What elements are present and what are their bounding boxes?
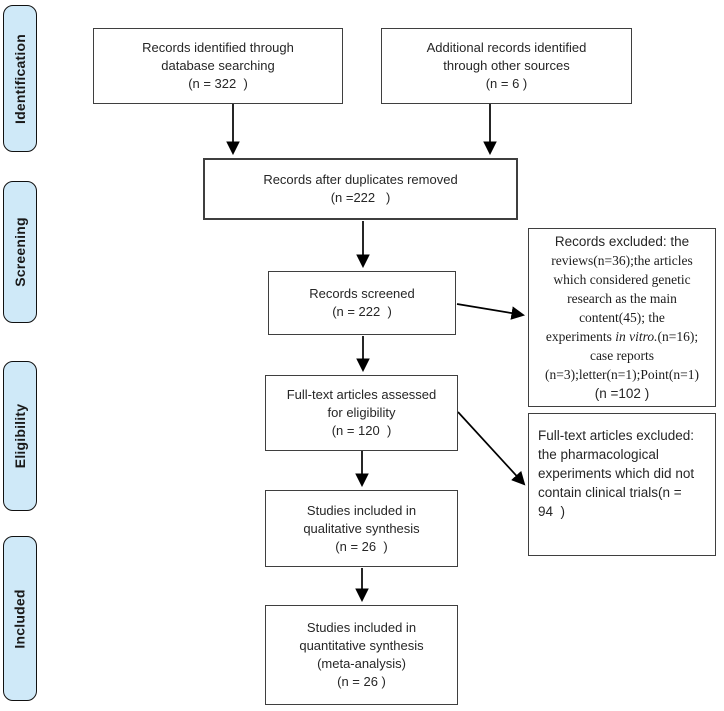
box-text-italic-fragment: in vitro. [615,329,658,344]
box-text-fragment: experiments [545,329,616,344]
box-text-line: experiments which did not [538,466,695,481]
box-text-line: Records screened [309,286,415,301]
box-text-line: Records after duplicates removed [263,172,458,187]
box-duplicates-removed: Records after duplicates removed (n =222… [203,158,518,220]
stage-included-label: Included [12,588,29,649]
box-text-line: 94 ) [538,504,566,519]
arrow-screened-to-excluded [456,303,526,320]
box-text-line: reviews(n=36);the articles [551,253,693,268]
box-records-identified: Records identified through database sear… [93,28,343,104]
box-additional-records: Additional records identified through ot… [381,28,632,104]
box-text-line: Full-text articles excluded: [538,428,695,443]
box-quantitative-synthesis: Studies included in quantitative synthes… [265,605,458,705]
box-records-excluded: Records excluded: the reviews(n=36);the … [528,228,716,407]
box-text-line: Studies included in [306,502,417,518]
box-text-line: for eligibility [327,405,396,420]
box-text-line: (n = 120 ) [331,423,392,438]
box-text-line: (n = 6 ) [485,76,528,91]
stage-identification: Identification [3,5,37,152]
box-text-fragment: (n=16); [657,329,699,344]
box-text-line: quantitative synthesis [299,638,424,653]
stage-eligibility: Eligibility [3,361,37,511]
arrow-fulltext-to-excluded [457,411,526,486]
box-text-line: through other sources [443,58,570,73]
stage-screening-label: Screening [12,217,28,287]
box-text-line: experiments in vitro.(n=16); [546,327,698,346]
stage-eligibility-label: Eligibility [12,403,28,469]
box-text-line: Full-text articles assessed [286,387,437,402]
box-text-line: (n = 322 ) [188,76,248,91]
box-text-line: (n =102 ) [594,386,650,401]
box-fulltext-excluded: Full-text articles excluded: the pharmac… [528,413,716,556]
box-text-line: (n = 26 ) [335,538,388,554]
box-text-line: content(45); the [579,310,665,325]
stage-screening: Screening [3,181,37,323]
box-text-line: the pharmacological [538,447,659,462]
box-text-line: Records identified through [142,40,294,55]
box-text-line: Additional records identified [426,40,587,55]
stage-included: Included [3,536,37,701]
box-fulltext-assessed: Full-text articles assessed for eligibil… [265,375,458,451]
box-text-line: Studies included in [306,620,417,635]
box-text-line: (n = 222 ) [332,304,392,319]
box-text-line: which considered genetic [553,272,691,287]
box-records-screened: Records screened (n = 222 ) [268,271,456,335]
box-text-line: contain clinical trials(n = [538,485,682,500]
box-text-line: qualitative synthesis [303,520,420,536]
stage-identification-label: Identification [12,33,29,124]
box-text-line: (n = 26 ) [337,674,386,689]
box-text-line: (n=3);letter(n=1);Point(n=1) [544,367,700,382]
box-text-line: database searching [161,58,275,73]
box-text-line: case reports [589,348,655,363]
box-text-line: Records excluded: the [554,234,690,249]
box-text-line: (n =222 ) [330,190,391,205]
box-qualitative-synthesis: Studies included in qualitative synthesi… [265,490,458,567]
box-text-line: research as the main [567,291,677,306]
box-text-line: (meta-analysis) [317,656,406,671]
